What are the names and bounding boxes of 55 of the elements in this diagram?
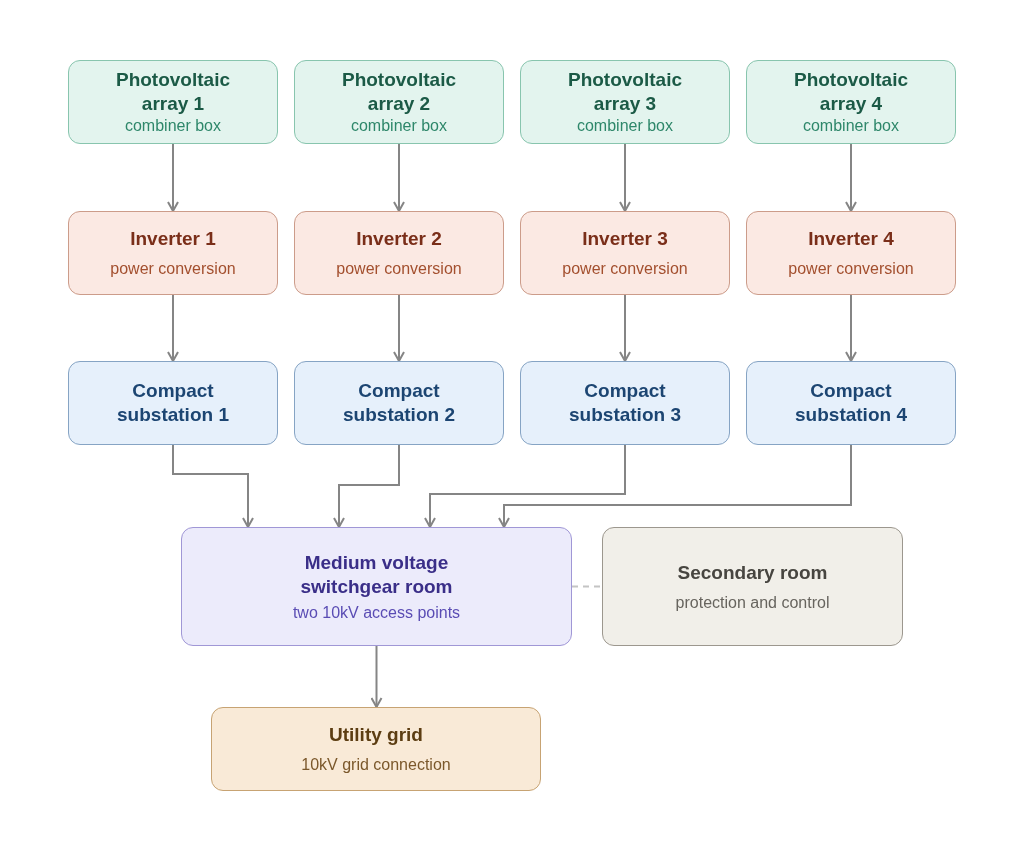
arrow xyxy=(619,143,631,212)
arrow xyxy=(619,294,631,362)
box-subtitle: power conversion xyxy=(110,259,236,279)
box-title: Inverter 4 xyxy=(808,227,894,251)
pv-array-box xyxy=(746,60,956,144)
inverter-box xyxy=(294,211,504,295)
box-title: Photovoltaic array 1 xyxy=(115,68,231,116)
arrow xyxy=(167,294,179,362)
box-subtitle: combiner box xyxy=(124,116,221,136)
pv-array-box xyxy=(68,60,278,144)
utility-grid-box xyxy=(211,707,541,791)
switchgear-box xyxy=(181,527,572,646)
box-title: Photovoltaic array 2 xyxy=(341,68,457,116)
box-title: Compact substation 2 xyxy=(342,379,456,427)
box-title: Inverter 3 xyxy=(582,227,668,251)
box-subtitle: power conversion xyxy=(788,259,914,279)
secondary-room-box xyxy=(602,527,903,646)
arrow xyxy=(167,143,179,212)
box-subtitle: combiner box xyxy=(802,116,899,136)
box-title: Inverter 1 xyxy=(130,227,216,251)
box-subtitle: 10kV grid connection xyxy=(301,755,451,775)
pv-array-box xyxy=(520,60,730,144)
arrow xyxy=(424,444,626,528)
box-title: Inverter 2 xyxy=(356,227,442,251)
substation-box xyxy=(294,361,504,445)
arrow xyxy=(845,143,857,212)
box-subtitle: two 10kV access points xyxy=(292,602,461,623)
arrow xyxy=(845,294,857,362)
inverter-box xyxy=(520,211,730,295)
box-subtitle: power conversion xyxy=(562,259,688,279)
substation-box xyxy=(68,361,278,445)
inverter-box xyxy=(68,211,278,295)
arrow xyxy=(172,444,254,528)
box-subtitle: power conversion xyxy=(336,259,462,279)
pv-array-box xyxy=(294,60,504,144)
box-title: Compact substation 4 xyxy=(794,379,908,427)
substation-box xyxy=(520,361,730,445)
box-title: Compact substation 3 xyxy=(568,379,682,427)
box-title: Medium voltage switchgear room xyxy=(299,550,454,599)
arrow xyxy=(393,143,405,212)
box-title: Compact substation 1 xyxy=(116,379,230,427)
substation-box xyxy=(746,361,956,445)
inverter-box xyxy=(746,211,956,295)
dashed-connector xyxy=(571,585,603,588)
box-title: Photovoltaic array 3 xyxy=(567,68,683,116)
box-subtitle: protection and control xyxy=(675,592,830,613)
box-title: Utility grid xyxy=(329,723,423,747)
arrow xyxy=(393,294,405,362)
box-subtitle: combiner box xyxy=(350,116,447,136)
arrow xyxy=(498,444,852,528)
box-title: Photovoltaic array 4 xyxy=(793,68,909,116)
arrow xyxy=(333,444,400,528)
box-title: Secondary room xyxy=(677,560,828,585)
box-subtitle: combiner box xyxy=(576,116,673,136)
arrow xyxy=(370,645,383,708)
